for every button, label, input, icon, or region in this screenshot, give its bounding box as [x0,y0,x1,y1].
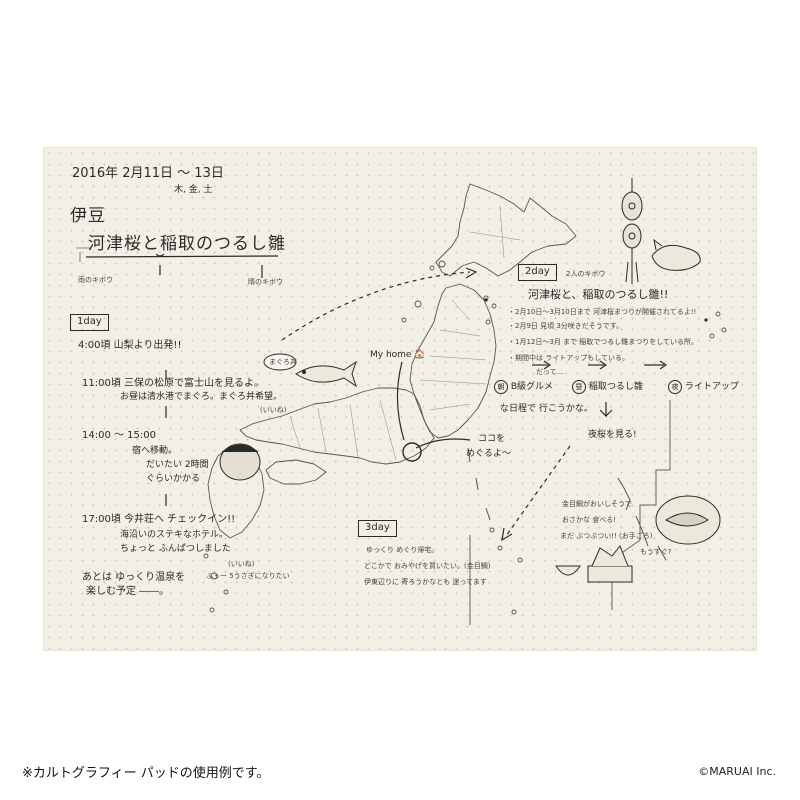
label-right: 晴のキボウ [248,278,283,286]
fish-illustration [295,360,357,388]
home-label: My home 🏠 [370,350,426,360]
speech-bubble [263,353,297,371]
flow-label-2: 稲取つるし雛 [588,382,643,392]
here-label: ココを [478,434,506,444]
destination-title: 伊豆 [70,206,106,226]
map-shikoku [265,459,327,485]
morning-circle: 朝 [494,380,508,394]
day1-line: 17:00頃 今井荘へ チェックイン!! [82,514,236,525]
main-title: 河津桜と稲取のつるし雛 [88,234,286,254]
day1-line: 14:00 〜 15:00 [82,430,156,441]
noon-circle: 昼 [572,380,586,394]
day1-line: ちょっと ふんぱつしました [120,544,231,554]
bubble-text: まぐろ丼 [269,358,297,366]
day1-line: 4:00頃 山梨より出発!! [78,340,182,351]
izu-target-circle [402,442,422,462]
flow-step-1: 朝 B級グルメ [494,380,553,394]
flow-note: な日程で 行こうかな。 [500,404,593,414]
usage-caption: ※カルトグラフィー パッドの使用例です。 [22,766,270,781]
day2-bullet: ・1月12日〜3月 まで 稲取でつるし雛まつりをしている所。 [508,338,699,346]
trip-date: 2016年 2月11日 〜 13日 [72,166,224,181]
flow-step-2: 昼 稲取つるし雛 [572,380,643,394]
day2-headline: 河津桜と、稲取のつるし雛!! [528,288,669,301]
day1-line: お昼は清水港でまぐろ。まぐろ丼希望。 [120,392,283,402]
day1-line: だいたい 2時間 [146,460,209,470]
map-honshu-central [239,387,435,465]
day1-line: ぐらいかかる [146,474,201,484]
map-hokkaido [435,183,577,277]
day2-bullet: ・2月10日〜3月10日まで 河津桜まつりが開催されてるよ!! [508,308,697,316]
here-label-2: めぐるよ〜 [466,449,511,459]
map-honshu-north [409,283,497,439]
label-left: 雨のキボウ [78,276,113,284]
copyright-notice: ©MARUAI Inc. [698,765,776,778]
trip-weekdays: 木, 金, 土 [174,185,213,195]
plate-fish-illustration [655,495,721,545]
day1-badge: 1day [70,314,109,331]
night-note: 夜桜を見る! [588,430,637,440]
day3-line: ゆっくり めぐり帰宅。 [366,546,439,554]
day1-line: (いいね) [260,406,287,414]
day2-aside: だって… [536,368,564,376]
day1-line: ふぅー 5うさぎになりたい [206,572,290,580]
cat-illustration [651,238,701,271]
day3-line: 伊東辺りに 寄ろうかなとも 迷ってます [364,578,487,586]
flow-label-3: ライトアップ [684,382,739,392]
day1-line: (いいね) [228,560,255,568]
food-note: 金目鯛がおいしそうで [562,500,632,508]
food-note: もうすぐ? [640,548,672,556]
day2-bullet: ・2月9日 見頃 3分咲きだそうです。 [508,322,624,330]
flow-label-1: B級グルメ [510,382,554,392]
person-illustration [219,443,261,481]
day2-badge: 2day [518,264,557,281]
day1-line: 11:00頃 三保の松原で富士山を見るよ。 [82,378,264,389]
day2-subtitle: 2人のキボウ [566,270,606,278]
food-note: まだ ぶつぶつい!! (お手ごろ) [560,532,653,540]
food-note: おさかな 食べる! [562,516,617,524]
day3-badge: 3day [358,520,397,537]
day1-line: 楽しむ予定 ――。 [86,586,170,597]
day1-line: 海沿いのステキなホテル。 [120,530,229,540]
day2-bullet: ・期間中は ライトアップもしている。 [508,354,630,362]
bento-illustration [555,545,633,583]
night-circle: 夜 [668,380,682,394]
lantern-illustration [621,178,643,284]
sakura-petals [484,298,708,322]
day1-line: 宿へ移動。 [132,446,178,456]
day3-line: どこかで おみやげを買いたい。(金目鯛) [364,562,491,570]
day1-line: あとは ゆっくり温泉を [82,572,186,583]
flow-step-3: 夜 ライトアップ [668,380,739,394]
